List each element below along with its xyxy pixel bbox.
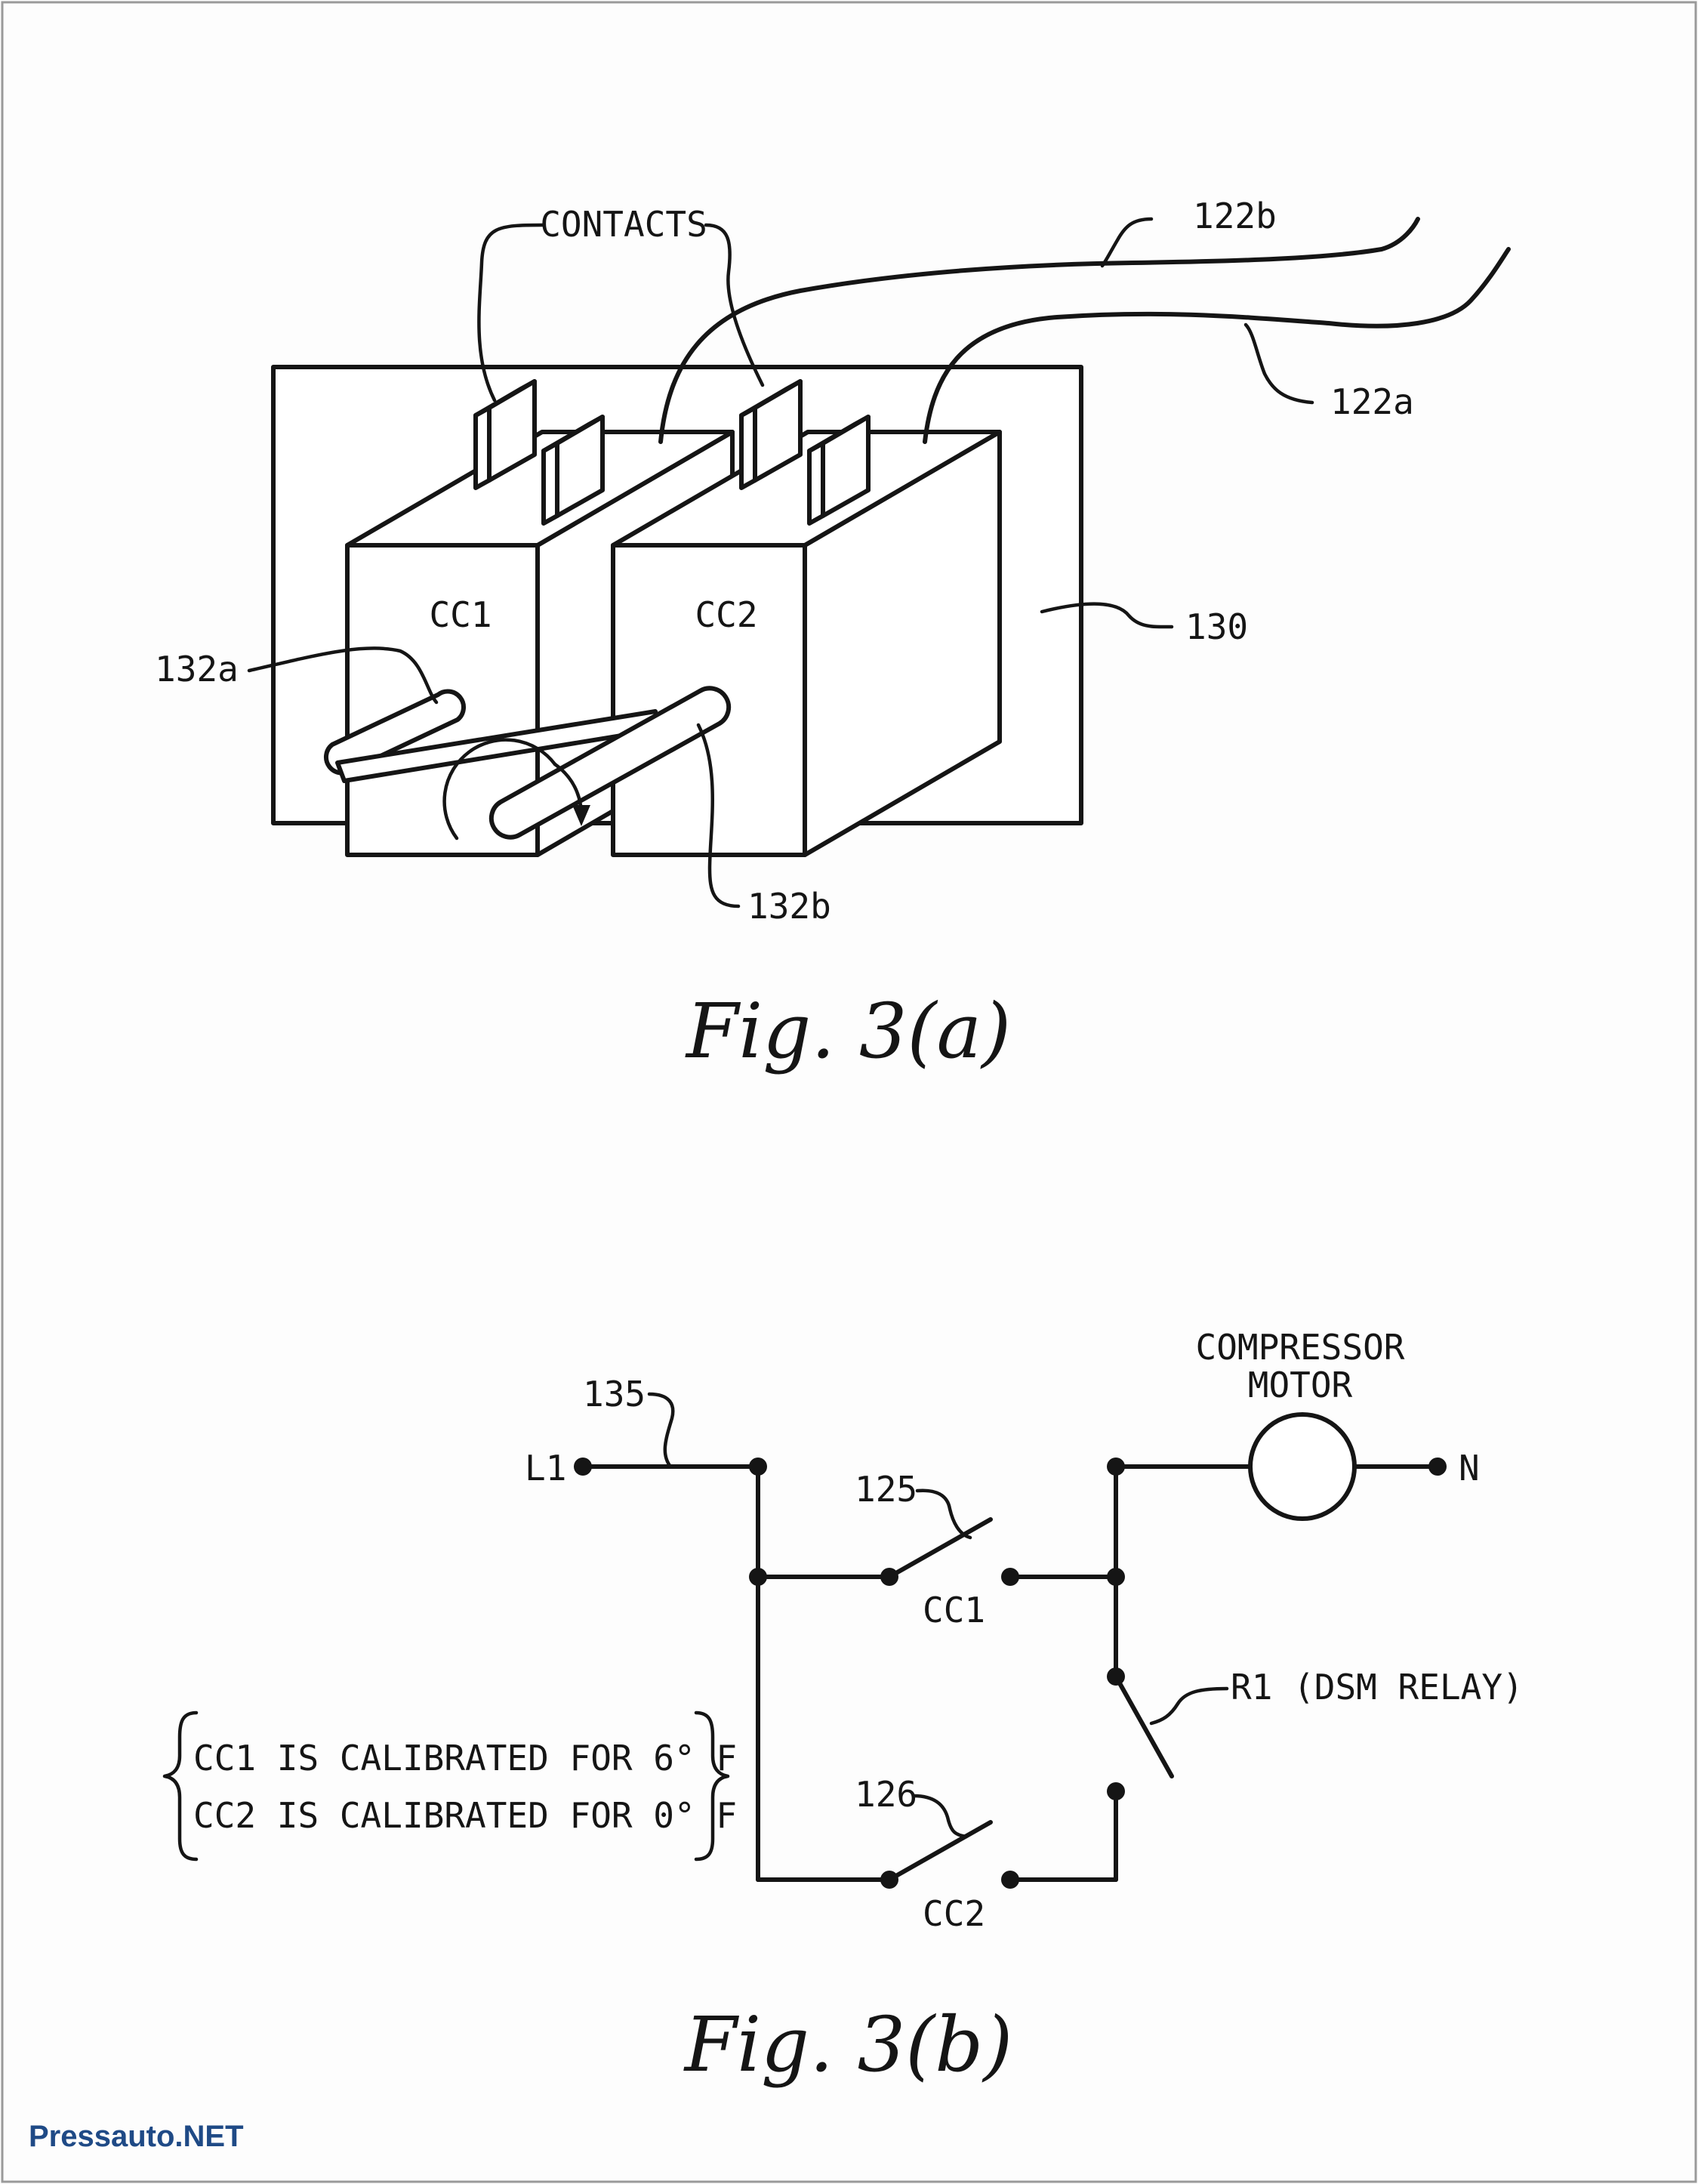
switch-cc1-blade <box>887 1517 993 1579</box>
label-135: 135 <box>583 1374 646 1414</box>
watermark: Pressauto.NET <box>29 2120 244 2153</box>
leader-122a <box>1243 322 1314 405</box>
rotation-arc <box>442 738 557 841</box>
leader-122b <box>1100 217 1154 268</box>
rods-assembly <box>324 686 732 841</box>
contacts-cc1 <box>473 379 605 526</box>
label-125: 125 <box>855 1469 917 1510</box>
caption-fig-3b: Fig. 3(b) <box>683 2000 1013 2089</box>
label-switch-cc2: CC2 <box>923 1893 985 1934</box>
label-l1: L1 <box>525 1448 566 1488</box>
label-122a: 122a <box>1330 381 1414 422</box>
fig-3b: COMPRESSOR MOTOR 135 L1 N 125 CC1 126 CC… <box>162 1327 1524 2089</box>
brace-left <box>162 1710 199 1862</box>
leader-126 <box>911 1794 969 1839</box>
leader-125 <box>915 1488 972 1540</box>
caption-fig-3a: Fig. 3(a) <box>685 987 1011 1075</box>
label-n: N <box>1459 1448 1480 1488</box>
note-cc1: CC1 IS CALIBRATED FOR 6° F <box>193 1738 737 1778</box>
rod-132a <box>324 689 466 776</box>
leader-132a <box>247 646 439 705</box>
label-motor: MOTOR <box>1248 1365 1353 1405</box>
switch-cc2-blade <box>887 1820 993 1882</box>
contacts-cc2 <box>739 379 871 526</box>
fig-3a: CONTACTS 122b 122a 130 CC1 CC2 132a 132b… <box>155 196 1511 1075</box>
relay-r1-blade <box>1114 1674 1174 1778</box>
leader-r1 <box>1149 1686 1229 1726</box>
label-122b: 122b <box>1193 196 1277 236</box>
terminal-dots <box>574 1458 1447 1889</box>
wire-122b <box>658 217 1420 444</box>
leader-132b <box>696 723 741 908</box>
note-cc2: CC2 IS CALIBRATED FOR 0° F <box>193 1795 737 1836</box>
brace-right <box>694 1710 730 1862</box>
label-130: 130 <box>1185 606 1248 647</box>
label-switch-cc1: CC1 <box>923 1590 985 1630</box>
leader-130 <box>1040 602 1174 629</box>
label-contacts: CONTACTS <box>540 204 707 245</box>
label-cc1: CC1 <box>429 594 492 635</box>
label-cc2: CC2 <box>695 594 757 635</box>
label-r1-relay: R1 (DSM RELAY) <box>1231 1667 1524 1707</box>
compressor-motor-symbol <box>1248 1412 1357 1521</box>
thermostat-block-cc2 <box>611 430 1002 857</box>
label-132b: 132b <box>747 886 831 927</box>
rod-132b <box>488 686 732 840</box>
wire-122a <box>923 247 1511 444</box>
label-126: 126 <box>855 1774 917 1815</box>
rotation-arrowhead <box>572 805 590 826</box>
label-132a: 132a <box>155 649 239 689</box>
leader-contacts-2 <box>704 223 765 387</box>
leader-135 <box>647 1392 675 1469</box>
leader-contacts-1 <box>477 223 544 403</box>
label-compressor: COMPRESSOR <box>1196 1327 1405 1368</box>
